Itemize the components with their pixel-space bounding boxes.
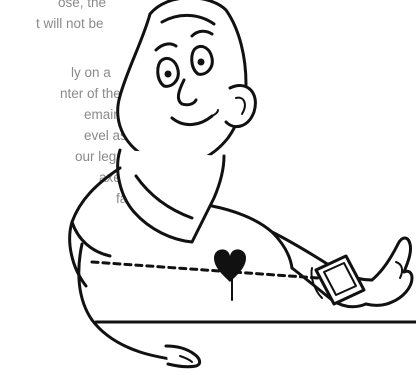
far-hand xyxy=(366,238,412,305)
right-pupil xyxy=(198,59,205,66)
scarf xyxy=(118,150,224,242)
head xyxy=(118,0,256,165)
sleeve xyxy=(72,222,110,256)
ear xyxy=(226,85,255,126)
heart-level-line xyxy=(92,262,318,278)
left-pupil xyxy=(165,71,172,78)
torso xyxy=(70,168,120,286)
wrist-blood-pressure-monitor-icon xyxy=(311,256,364,304)
heart-icon xyxy=(214,249,246,282)
